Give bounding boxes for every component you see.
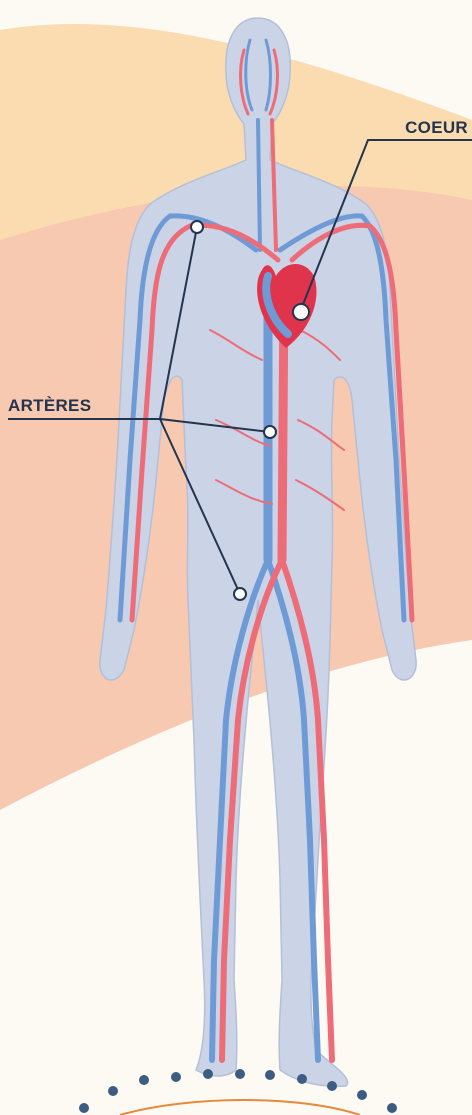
ground-dots	[79, 1069, 397, 1113]
ground-arc	[120, 1100, 360, 1115]
artery-marker-iliac	[234, 588, 246, 600]
arteries-label: ARTÈRES	[8, 396, 91, 415]
artery-marker-aorta	[264, 426, 276, 438]
heart-marker	[293, 304, 309, 320]
artery-marker-subclavian	[191, 221, 203, 233]
heart-label: COEUR	[405, 118, 468, 137]
